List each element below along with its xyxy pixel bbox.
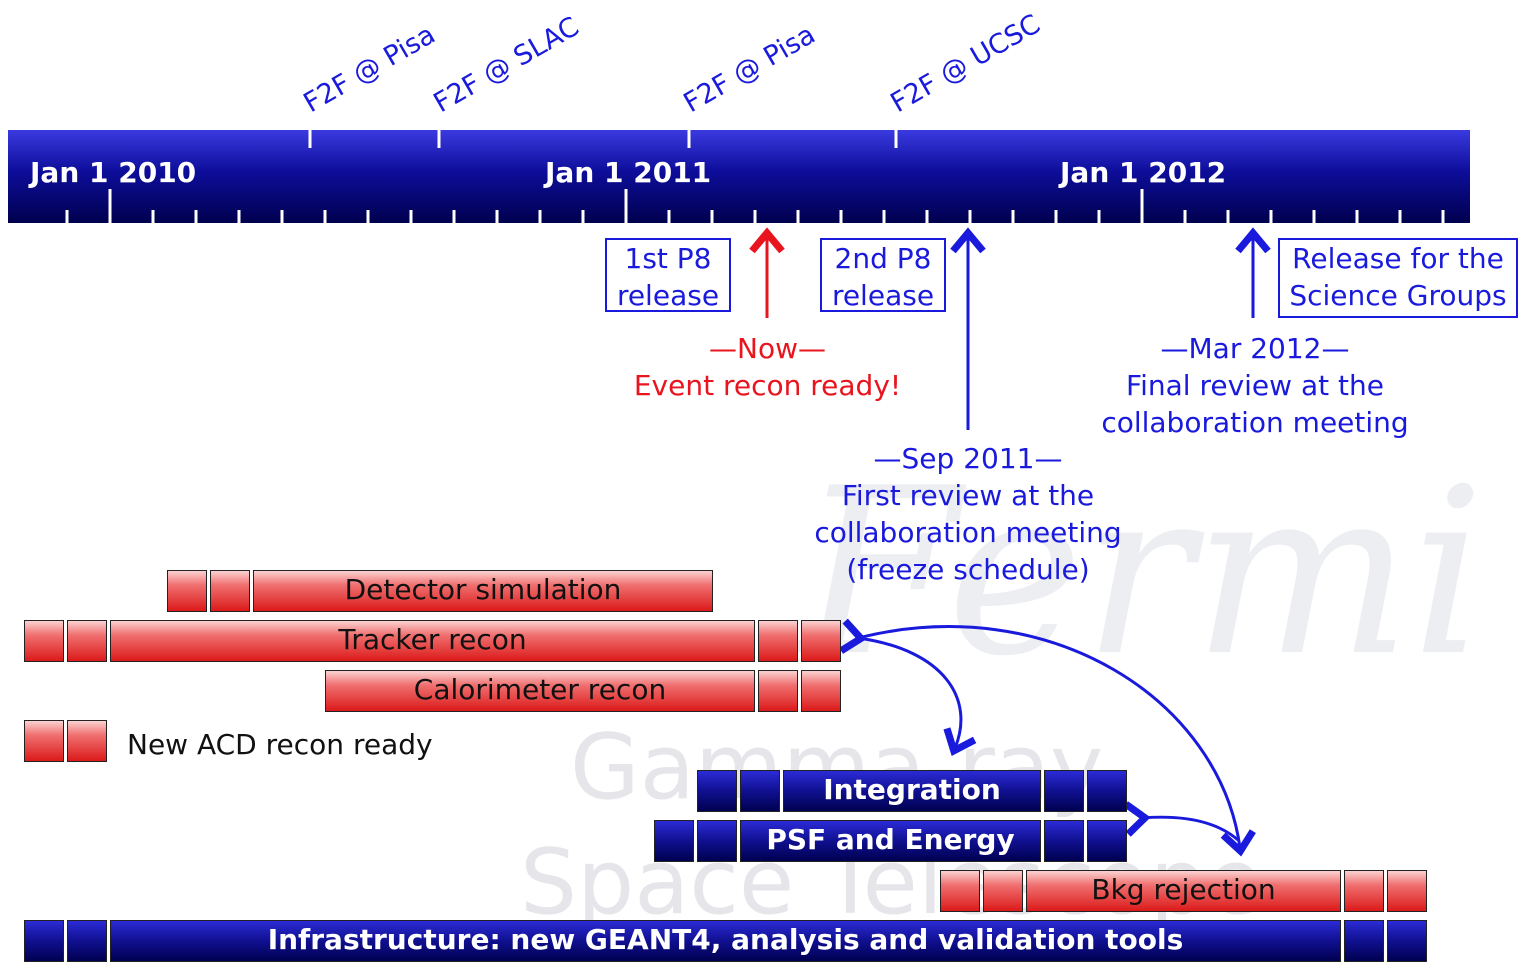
sep2011-line-2: collaboration meeting bbox=[814, 516, 1122, 549]
now-text: Event recon ready! bbox=[633, 369, 902, 402]
first-p8-release-box: 1st P8 release bbox=[605, 238, 731, 312]
mar2012-line-2: collaboration meeting bbox=[1101, 406, 1409, 439]
dependency-arrow-tracker-integration bbox=[839, 618, 977, 756]
task-label-bkg-rejection: Bkg rejection bbox=[1091, 873, 1276, 906]
sep2011-line-3: (freeze schedule) bbox=[846, 553, 1090, 586]
mar2012-note: —Mar 2012— Final review at the collabora… bbox=[1080, 330, 1430, 441]
task-label-integration: Integration bbox=[823, 773, 1001, 806]
year-label-2012: Jan 1 2012 bbox=[1060, 156, 1227, 189]
now-note: —Now— Event recon ready! bbox=[600, 330, 935, 404]
task-label-infrastructure: Infrastructure: new GEANT4, analysis and… bbox=[267, 923, 1184, 956]
timeline-band bbox=[8, 130, 1470, 223]
timeline-ticks bbox=[65, 189, 1445, 223]
task-label-detector-simulation: Detector simulation bbox=[344, 573, 622, 606]
mar2012-title: —Mar 2012— bbox=[1160, 332, 1350, 365]
task-label-calorimeter-recon: Calorimeter recon bbox=[413, 673, 667, 706]
legend-acd-label: New ACD recon ready bbox=[127, 728, 433, 761]
mar2012-line-1: Final review at the bbox=[1126, 369, 1384, 402]
task-label-psf-energy: PSF and Energy bbox=[766, 823, 1015, 856]
dependency-arrow-tracker-bkg bbox=[857, 625, 1256, 857]
second-p8-release-box: 2nd P8 release bbox=[820, 238, 946, 312]
task-label-tracker-recon: Tracker recon bbox=[338, 623, 527, 656]
legend-acd-swatch-2 bbox=[67, 720, 107, 762]
sep2011-title: —Sep 2011— bbox=[873, 442, 1063, 475]
now-title: —Now— bbox=[709, 332, 826, 365]
year-label-2011: Jan 1 2011 bbox=[545, 156, 712, 189]
year-label-2010: Jan 1 2010 bbox=[30, 156, 197, 189]
sep2011-line-1: First review at the bbox=[841, 479, 1095, 512]
sep2011-note: —Sep 2011— First review at the collabora… bbox=[790, 440, 1146, 588]
legend-acd-swatch-1 bbox=[24, 720, 64, 762]
science-release-box: Release for the Science Groups bbox=[1278, 238, 1518, 318]
dependency-arrow-psf-bkg bbox=[1123, 801, 1239, 842]
